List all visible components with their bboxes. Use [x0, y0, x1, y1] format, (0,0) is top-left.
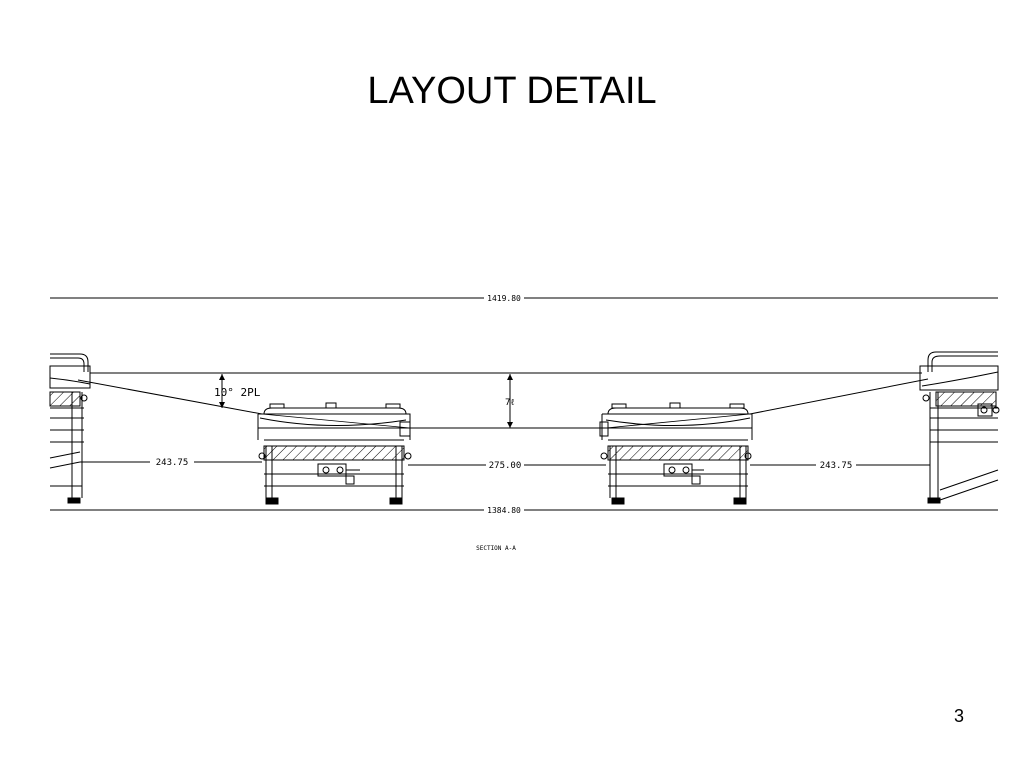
cable-lines [77, 378, 929, 429]
page-number: 3 [953, 706, 964, 726]
span-dimension-right: 243.75 [750, 461, 930, 471]
overall-dimension-top-label: 1419.80 [487, 294, 521, 303]
span-dimension-right-label: 243.75 [820, 461, 853, 471]
slide-title: LAYOUT DETAIL [367, 70, 657, 112]
machine-left-partial [49, 353, 91, 504]
angle-annotation: 10° 2PL [214, 374, 261, 408]
angle-annotation-label: 10° 2PL [214, 386, 261, 399]
span-dimension-left: 243.75 [80, 458, 262, 468]
machine-right-partial [919, 351, 1000, 504]
section-label: SECTION A-A [476, 545, 516, 552]
overall-dimension-bottom-label: 1384.80 [487, 506, 521, 515]
span-dimension-center: 275.00 [408, 461, 606, 471]
overall-dimension-top: 1419.80 [50, 294, 998, 303]
machine-center-right [599, 402, 753, 505]
overall-dimension-bottom: 1384.80 [50, 506, 998, 515]
section-drawing: 1419.80 1384.80 7ℓ 10° 2PL 243.75 [49, 294, 1000, 552]
machine-center-left [257, 402, 412, 505]
span-dimension-center-label: 275.00 [489, 461, 522, 471]
sag-dimension-label: 7ℓ [505, 398, 515, 408]
sag-dimension: 7ℓ [505, 374, 515, 428]
span-dimension-left-label: 243.75 [156, 458, 189, 468]
